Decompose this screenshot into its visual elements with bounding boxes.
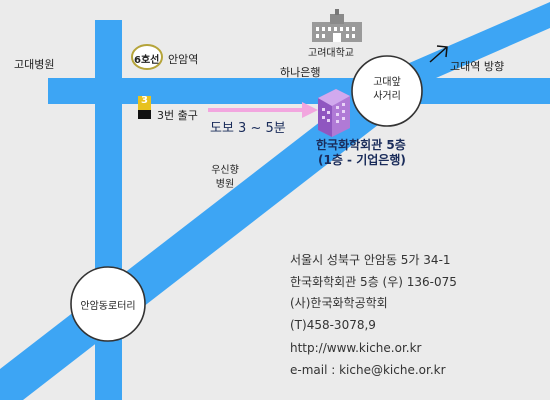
- arrow-northeast-icon: [429, 45, 448, 63]
- kiche-building-label: 한국화학회관 5층: [316, 138, 406, 152]
- anamdong-rotary-label: 안암동로터리: [80, 301, 136, 312]
- road-horizontal: [48, 78, 550, 104]
- toward-korea-univ-station-label: 고대역 방향: [450, 60, 505, 73]
- korea-univ-hospital-label: 고대병원: [14, 58, 55, 71]
- address-line-4: (T)458-3078,9: [290, 317, 376, 332]
- anamdong-rotary-circle: [70, 266, 146, 342]
- anam-station-label: 안암역: [168, 53, 199, 66]
- email-link[interactable]: e-mail : kiche@kiche.or.kr: [290, 362, 446, 377]
- road-vertical: [95, 20, 122, 400]
- address-line-3: (사)한국화학공학회: [290, 296, 388, 310]
- address-line-2: 한국화학회관 5층 (우) 136-075: [290, 274, 457, 289]
- line6-badge-label: 6호선: [134, 55, 160, 66]
- exit3-number: 3: [141, 95, 148, 106]
- building-icon: [318, 89, 350, 137]
- exit-sign-icon: [138, 96, 151, 119]
- line6-badge-icon: [131, 44, 163, 70]
- anam-intersection-label: 고대앞 사거리: [373, 77, 401, 102]
- address-block: 서울시 성북구 안암동 5가 34-1 한국화학회관 5층 (우) 136-07…: [290, 250, 457, 381]
- walk-time-label: 도보 3 ~ 5분: [210, 121, 286, 136]
- woosinhyang-hospital-label: 우신향 병원: [211, 165, 239, 190]
- kiche-building-sub-label: (1층 - 기업은행): [318, 153, 406, 167]
- anam-intersection-circle: [351, 55, 423, 127]
- exit3-label: 3번 출구: [157, 109, 198, 122]
- walk-arrow-icon: [208, 102, 318, 118]
- homepage-link[interactable]: http://www.kiche.or.kr: [290, 341, 422, 355]
- address-line-1: 서울시 성북구 안암동 5가 34-1: [290, 253, 451, 267]
- hana-bank-label: 하나은행: [280, 66, 321, 79]
- university-icon: [312, 9, 362, 42]
- korea-university-label: 고려대학교: [308, 48, 354, 59]
